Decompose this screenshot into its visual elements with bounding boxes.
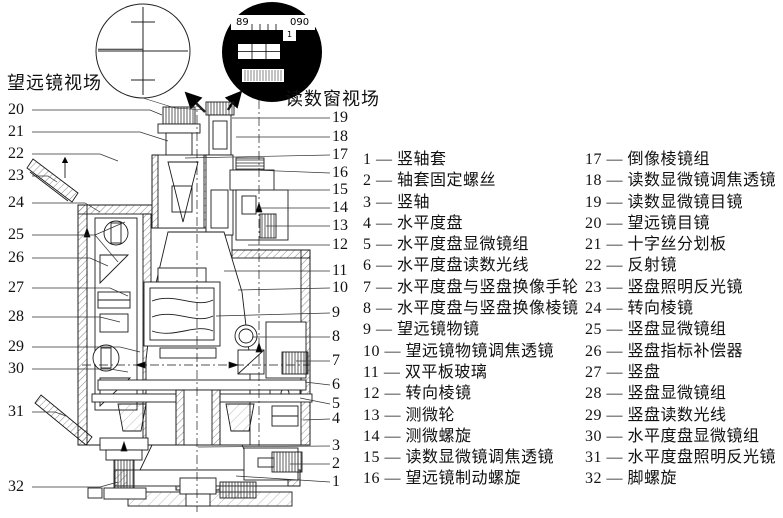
telescope-eyepiece xyxy=(151,106,211,229)
callout-number-6: 6 xyxy=(332,376,340,393)
callout-number-4: 4 xyxy=(332,410,340,427)
instrument-cross-section xyxy=(26,98,313,512)
legend-item-22: 22 — 反射镜 xyxy=(585,257,678,275)
callout-number-19: 19 xyxy=(332,109,348,126)
callout-number-27: 27 xyxy=(8,279,24,296)
legend-item-12: 12 — 转向棱镜 xyxy=(363,385,472,403)
telescope-view-inset xyxy=(95,3,206,113)
legend-item-9: 9 — 望远镜物镜 xyxy=(363,321,480,339)
legend-item-10: 10 — 望远镜物镜调焦透镜 xyxy=(363,342,555,360)
legend-item-27: 27 — 竖盘 xyxy=(585,363,661,381)
legend-item-20: 20 — 望远镜目镜 xyxy=(585,214,711,232)
legend-item-32: 32 — 脚螺旋 xyxy=(585,470,678,488)
legend-item-25: 25 — 竖盘显微镜组 xyxy=(585,321,727,339)
legend-item-19: 19 — 读数显微镜目镜 xyxy=(585,193,744,211)
callout-number-2: 2 xyxy=(332,455,340,472)
callout-number-7: 7 xyxy=(332,352,340,369)
reading-right-number: 090 xyxy=(290,17,310,28)
callout-number-24: 24 xyxy=(8,194,24,211)
callout-number-13: 13 xyxy=(332,217,348,234)
legend-item-28: 28 — 竖盘显微镜组 xyxy=(585,385,727,403)
leader-lines xyxy=(32,109,331,488)
legend-item-8: 8 — 水平度盘与竖盘换像棱镜 xyxy=(363,300,579,318)
callout-number-25: 25 xyxy=(8,226,24,243)
legend-item-7: 7 — 水平度盘与竖盘换像手轮 xyxy=(363,278,579,296)
callout-number-16: 16 xyxy=(332,164,348,181)
axis-lines xyxy=(82,98,310,512)
callout-number-1: 1 xyxy=(332,473,340,490)
legend-item-17: 17 — 倒像棱镜组 xyxy=(585,151,711,168)
callout-number-17: 17 xyxy=(332,146,348,163)
callout-number-5: 5 xyxy=(332,395,340,412)
legend-item-5: 5 — 水平度盘显微镜组 xyxy=(363,236,530,254)
illumination-mirror-bottom xyxy=(34,394,93,446)
callout-number-20: 20 xyxy=(8,101,24,118)
clamp-knob xyxy=(243,447,303,481)
callout-number-30: 30 xyxy=(8,360,24,377)
legend-item-26: 26 — 竖盘指标补偿器 xyxy=(585,342,744,360)
callout-number-26: 26 xyxy=(8,249,24,266)
micrometer-scale-ticks xyxy=(244,70,282,81)
legend-item-6: 6 — 水平度盘读数光线 xyxy=(363,257,530,275)
legend-item-1: 1 — 竖轴套 xyxy=(363,151,447,168)
callout-number-12: 12 xyxy=(332,236,348,253)
callout-number-3: 3 xyxy=(332,437,340,454)
reading-left-number: 89 xyxy=(236,17,249,28)
legend-item-2: 2 — 轴套固定螺丝 xyxy=(363,172,497,190)
legend-item-29: 29 — 竖盘读数光线 xyxy=(585,406,727,424)
legend-column-2: 17 — 倒像棱镜组 18 — 读数显微镜调焦透镜 19 — 读数显微镜目镜 20 —… xyxy=(585,149,781,490)
callout-number-10: 10 xyxy=(332,279,348,296)
legend-item-13: 13 — 测微轮 xyxy=(363,406,456,424)
callout-number-14: 14 xyxy=(332,199,348,216)
base-tribrach xyxy=(114,444,301,507)
legend-item-4: 4 — 水平度盘 xyxy=(363,214,464,232)
legend-item-14: 14 — 测微螺旋 xyxy=(363,427,472,445)
callout-number-15: 15 xyxy=(332,181,348,198)
telescope-objective-assembly xyxy=(143,231,251,446)
legend-item-24: 24 — 转向棱镜 xyxy=(585,300,694,318)
legend-item-21: 21 — 十字丝分划板 xyxy=(585,236,727,254)
legend-item-15: 15 — 读数显微镜调焦透镜 xyxy=(363,449,555,467)
legend-item-23: 23 — 竖盘照明反光镜 xyxy=(585,278,744,296)
legend-item-31: 31 — 水平度盘照明反光镜 xyxy=(585,449,777,467)
changeover-prism xyxy=(234,324,265,375)
illumination-mirror-top xyxy=(26,158,79,203)
callout-number-8: 8 xyxy=(332,328,340,345)
foot-screw xyxy=(87,437,149,500)
callout-number-18: 18 xyxy=(332,128,348,145)
legend-item-11: 11 — 双平板玻璃 xyxy=(363,363,488,381)
callout-number-32: 32 xyxy=(8,478,24,495)
callout-number-23: 23 xyxy=(8,167,24,184)
legend-column-1: 1 — 竖轴套 2 — 轴套固定螺丝 3 — 竖轴 4 — 水平度盘 5 — 水平度盘显… xyxy=(363,149,581,490)
vertical-circle-optics-column xyxy=(92,217,138,411)
callout-number-28: 28 xyxy=(8,308,24,325)
callout-number-21: 21 xyxy=(8,123,24,140)
legend-item-30: 30 — 水平度盘显微镜组 xyxy=(585,427,760,445)
callout-number-29: 29 xyxy=(8,338,24,355)
callout-number-9: 9 xyxy=(332,304,340,321)
callout-number-31: 31 xyxy=(8,403,24,420)
reading-microscope-tube xyxy=(205,101,235,236)
legend-item-18: 18 — 读数显微镜调焦透镜 xyxy=(585,172,777,190)
legend-item-16: 16 — 望远镜制动螺旋 xyxy=(363,470,522,488)
reading-window-label: 读数窗视场 xyxy=(285,89,380,109)
legend-item-3: 3 — 竖轴 xyxy=(363,193,431,211)
reading-index-number: 1 xyxy=(287,30,293,39)
telescope-view-label: 望远镜视场 xyxy=(7,73,102,93)
callout-number-22: 22 xyxy=(8,145,24,162)
callout-number-11: 11 xyxy=(332,262,348,279)
reading-window-inset xyxy=(222,2,322,111)
clamp-micrometer-assembly xyxy=(229,157,289,241)
